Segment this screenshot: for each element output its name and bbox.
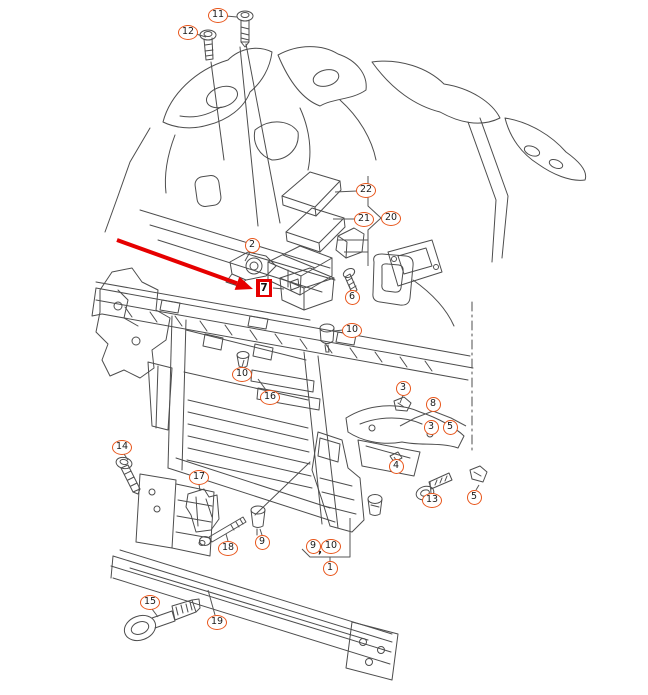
callout-21[interactable]: 21 <box>354 211 374 227</box>
leader-line <box>225 533 229 542</box>
callout-3[interactable]: 3 <box>423 419 439 435</box>
leader-line <box>123 453 129 461</box>
right-rail-bracket-drawing <box>372 253 455 327</box>
callout-2[interactable]: 2 <box>244 237 260 253</box>
leader-line <box>151 608 159 618</box>
callout-7-highlighted[interactable]: 7 <box>256 279 272 297</box>
leader-line <box>475 484 480 491</box>
callout-4[interactable]: 4 <box>388 458 404 474</box>
tow-hook-drawing <box>123 598 201 642</box>
leader-line <box>272 287 285 290</box>
radiator-frame-drawing <box>167 315 339 529</box>
leader-line <box>399 394 404 404</box>
callout-separator: , <box>318 543 323 556</box>
callout-19[interactable]: 19 <box>207 614 227 630</box>
leader-line <box>195 33 207 38</box>
group-bracket <box>301 518 351 558</box>
callout-1[interactable]: 1 <box>322 560 338 576</box>
callout-18[interactable]: 18 <box>218 540 238 556</box>
callout-13[interactable]: 13 <box>422 492 442 508</box>
leader-line <box>333 329 344 332</box>
headlamp-bracket-drawing <box>345 405 465 477</box>
callout-6[interactable]: 6 <box>344 289 360 305</box>
callout-12[interactable]: 12 <box>178 24 198 40</box>
callout-10[interactable]: 10 <box>232 366 252 382</box>
callout-5[interactable]: 5 <box>466 489 482 505</box>
callout-22[interactable]: 22 <box>356 182 376 198</box>
leader-line <box>207 589 216 616</box>
leader-line <box>259 528 263 536</box>
callout-17[interactable]: 17 <box>189 469 209 485</box>
leader-line <box>241 359 245 368</box>
callout-15[interactable]: 15 <box>140 594 160 610</box>
leader-line <box>334 190 358 193</box>
lower-side-bracket-drawing <box>254 431 365 533</box>
bumper-beam-drawing <box>110 473 399 681</box>
callout-20[interactable]: 20 <box>381 210 401 226</box>
callout-11[interactable]: 11 <box>208 7 228 23</box>
callout-10[interactable]: 10 <box>342 322 362 338</box>
callout-10[interactable]: 10 <box>321 538 341 554</box>
leader-line <box>198 483 201 492</box>
callout-14[interactable]: 14 <box>112 439 132 455</box>
pointer-arrow <box>116 238 253 290</box>
callout-9[interactable]: 9 <box>254 534 270 550</box>
body-structure-drawing <box>104 43 587 293</box>
callout-16[interactable]: 16 <box>260 389 280 405</box>
leader-line <box>257 378 267 391</box>
leader-line <box>244 251 251 262</box>
callout-8[interactable]: 8 <box>425 396 441 412</box>
small-fasteners-drawing <box>115 10 488 546</box>
callout-3[interactable]: 3 <box>395 380 411 396</box>
left-bracket-drawing <box>95 267 173 431</box>
callout-5[interactable]: 5 <box>442 419 458 435</box>
leader-line <box>429 481 432 494</box>
callout-9[interactable]: 9 <box>305 538 321 554</box>
